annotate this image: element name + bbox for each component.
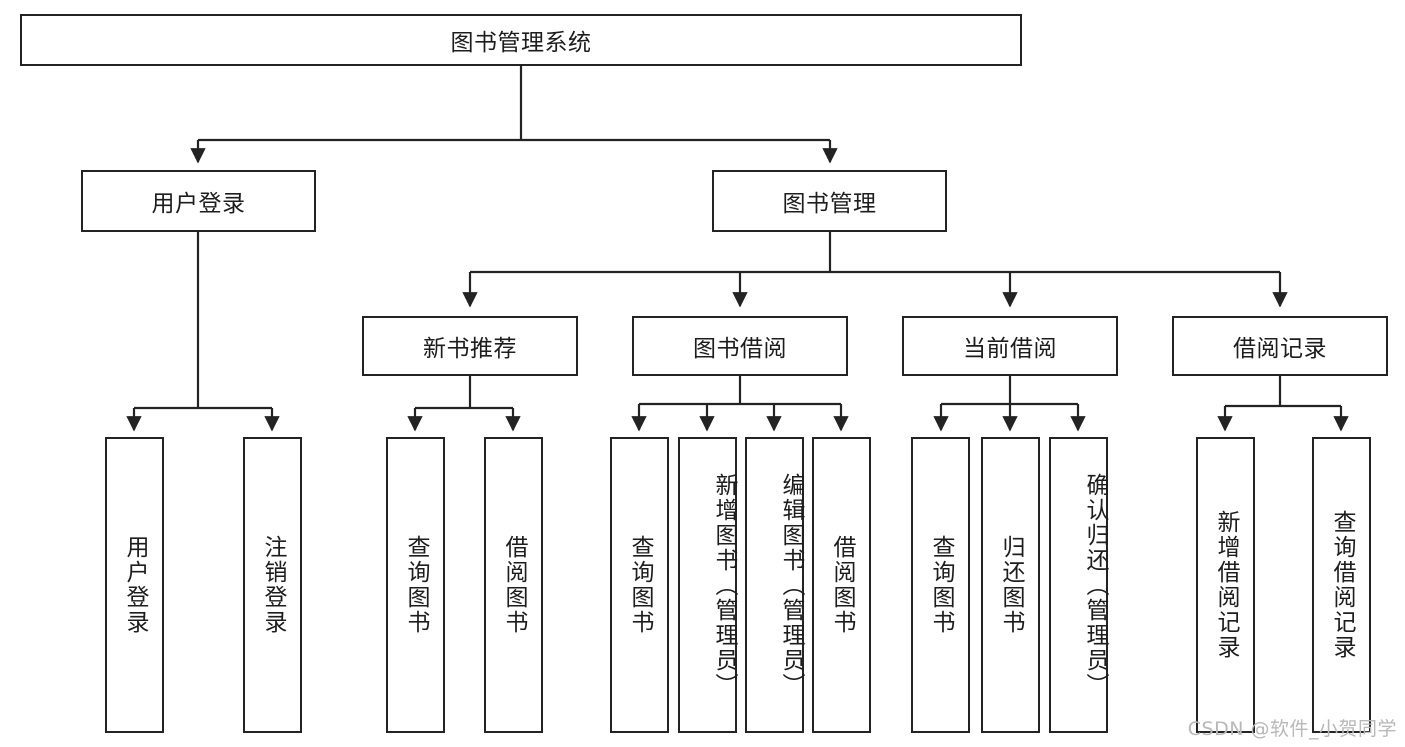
node-label: 图书借阅 [693,336,787,362]
node-label: 新增图书（管理员） [711,472,737,698]
node-label: 用户登录 [122,535,148,635]
node-label: 确认归还（管理员） [1082,472,1108,698]
node-user-login[interactable]: 用户登录 [81,170,316,232]
node-book-borrow[interactable]: 图书借阅 [632,316,848,376]
node-leaf-borrow-book-new[interactable]: 借阅图书 [484,437,543,733]
node-leaf-logout[interactable]: 注销登录 [243,437,302,733]
node-root-system[interactable]: 图书管理系统 [20,14,1022,66]
node-label: 图书管理 [782,191,877,217]
node-label: 借阅图书 [501,535,527,635]
node-leaf-query-book-new[interactable]: 查询图书 [386,437,445,733]
node-leaf-query-borrow-record[interactable]: 查询借阅记录 [1312,437,1371,733]
node-label: 注销登录 [260,535,286,635]
node-borrow-record[interactable]: 借阅记录 [1172,316,1388,376]
watermark-text: CSDN @软件_小贺同学 [1187,718,1397,740]
node-label: 查询借阅记录 [1329,510,1355,660]
node-leaf-edit-book-admin[interactable]: 编辑图书（管理员） [745,437,804,733]
node-leaf-query-book-current[interactable]: 查询图书 [911,437,970,733]
node-leaf-user-login[interactable]: 用户登录 [105,437,164,733]
node-new-book-recommend[interactable]: 新书推荐 [362,316,578,376]
node-label: 编辑图书（管理员） [778,472,804,698]
node-leaf-confirm-return-admin[interactable]: 确认归还（管理员） [1049,437,1108,733]
node-label: 新书推荐 [423,336,517,362]
node-label: 查询图书 [403,535,429,635]
node-label: 查询图书 [928,535,954,635]
node-label: 当前借阅 [963,336,1057,362]
node-label: 借阅记录 [1233,336,1327,362]
node-book-management[interactable]: 图书管理 [712,170,947,232]
node-label: 归还图书 [998,535,1024,635]
node-current-borrow[interactable]: 当前借阅 [902,316,1118,376]
node-leaf-query-book-borrow[interactable]: 查询图书 [610,437,669,733]
node-leaf-add-borrow-record[interactable]: 新增借阅记录 [1196,437,1255,733]
node-label: 图书管理系统 [450,30,592,56]
node-leaf-return-book[interactable]: 归还图书 [981,437,1040,733]
node-label: 借阅图书 [829,535,855,635]
node-leaf-add-book-admin[interactable]: 新增图书（管理员） [678,437,737,733]
node-label: 新增借阅记录 [1213,510,1239,660]
node-label: 查询图书 [627,535,653,635]
node-label: 用户登录 [151,191,246,217]
node-leaf-borrow-book[interactable]: 借阅图书 [812,437,871,733]
